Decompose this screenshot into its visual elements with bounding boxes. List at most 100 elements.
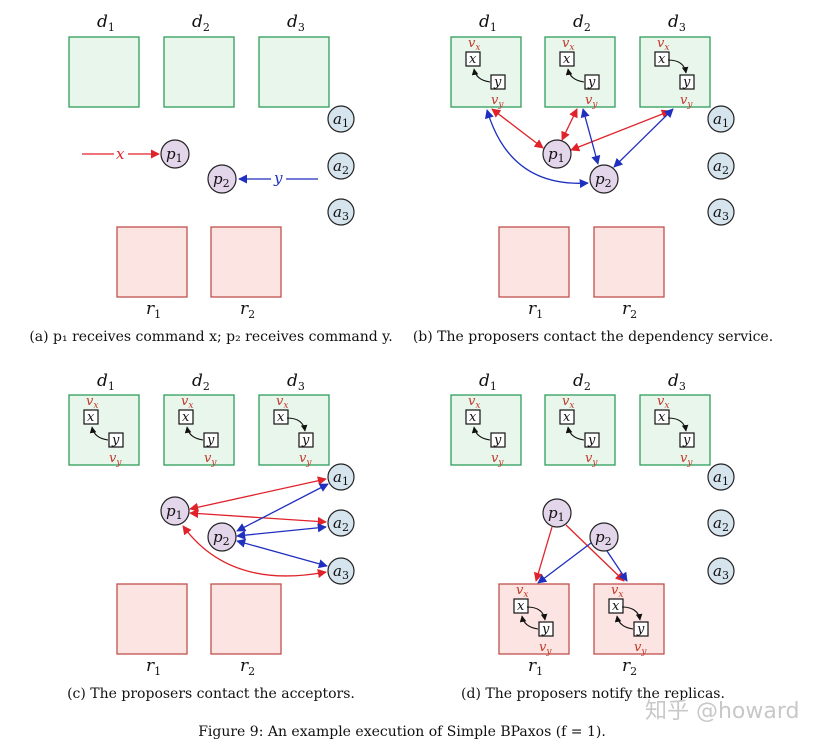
dep-node-d2: d2 vx x y vy [544, 371, 616, 468]
svg-text:d3: d3 [287, 371, 305, 393]
acceptor-a1: a1 [707, 463, 735, 491]
svg-text:y: y [493, 433, 502, 448]
svg-text:p2: p2 [595, 528, 612, 548]
svg-text:a2: a2 [713, 514, 729, 534]
svg-text:x: x [658, 410, 666, 425]
svg-text:y: y [682, 75, 691, 90]
svg-text:p1: p1 [548, 504, 565, 524]
dep-node-d2: d2 vx x y vy [544, 12, 616, 110]
panel-c: d1 vx x y vy d2 vx x y vy d3 vx x [67, 371, 355, 702]
svg-text:d1: d1 [97, 12, 115, 34]
dep-node-d3: d3 vx x y vy [639, 371, 711, 468]
replica-r1: r1 [116, 583, 188, 678]
proposer-p1: p1 [542, 139, 572, 169]
svg-text:x: x [116, 145, 125, 163]
svg-text:p1: p1 [166, 145, 183, 165]
svg-text:r2: r2 [240, 299, 255, 321]
svg-text:a1: a1 [713, 110, 729, 130]
svg-text:vy: vy [299, 451, 312, 468]
svg-text:x: x [563, 410, 571, 425]
svg-text:vy: vy [491, 93, 504, 110]
svg-text:r2: r2 [622, 656, 637, 678]
command-x-arrow: x [82, 145, 160, 163]
svg-text:y: y [493, 75, 502, 90]
svg-text:p1: p1 [166, 502, 183, 522]
caption-c: (c) The proposers contact the acceptors. [67, 686, 355, 702]
svg-text:a2: a2 [333, 157, 349, 177]
svg-text:vx: vx [86, 394, 98, 411]
svg-text:y: y [111, 433, 120, 448]
p1-dependency-arrows [491, 108, 671, 152]
acceptor-a2: a2 [707, 152, 735, 180]
svg-text:y: y [541, 622, 550, 637]
dep-node-d1: d1 vx x y vy [68, 371, 140, 468]
replica-r2: r2 [593, 226, 665, 321]
svg-text:a3: a3 [713, 562, 729, 582]
proposer-p1: p1 [160, 496, 190, 526]
svg-text:a3: a3 [713, 203, 729, 223]
svg-text:d1: d1 [479, 371, 497, 393]
figure-caption: Figure 9: An example execution of Simple… [198, 724, 606, 740]
svg-text:p2: p2 [213, 528, 230, 548]
acceptor-a1: a1 [327, 463, 355, 491]
proposer-p1: p1 [542, 498, 572, 528]
replica-r2: r2 [210, 583, 282, 678]
svg-text:x: x [658, 52, 666, 67]
acceptor-a2: a2 [327, 509, 355, 537]
svg-text:x: x [182, 410, 190, 425]
svg-text:r2: r2 [240, 656, 255, 678]
svg-text:y: y [636, 622, 645, 637]
acceptor-a2: a2 [327, 152, 355, 180]
svg-text:d2: d2 [573, 371, 591, 393]
svg-text:vx: vx [468, 36, 480, 53]
svg-text:r1: r1 [528, 656, 543, 678]
svg-text:vy: vy [491, 451, 504, 468]
svg-text:a3: a3 [333, 562, 349, 582]
proposer-p2: p2 [589, 164, 619, 194]
dep-node-d3: d3 vx x y vy [639, 12, 711, 110]
svg-text:vy: vy [585, 93, 598, 110]
svg-text:y: y [587, 433, 596, 448]
svg-text:y: y [273, 169, 283, 187]
caption-a: (a) p₁ receives command x; p₂ receives c… [29, 329, 392, 345]
acceptor-a3: a3 [707, 198, 735, 226]
svg-text:vx: vx [657, 394, 669, 411]
svg-text:d2: d2 [573, 12, 591, 34]
proposer-p2: p2 [207, 522, 237, 552]
svg-text:d3: d3 [668, 371, 686, 393]
acceptor-a1: a1 [327, 105, 355, 133]
svg-text:x: x [277, 410, 285, 425]
svg-text:r1: r1 [146, 299, 161, 321]
svg-text:x: x [87, 410, 95, 425]
replica-r1: r1 [116, 226, 188, 321]
svg-text:r1: r1 [146, 656, 161, 678]
panel-d: d1 vx x y vy d2 vx x y vy d3 vx x [450, 371, 735, 702]
svg-text:d2: d2 [192, 371, 210, 393]
svg-text:vy: vy [680, 451, 693, 468]
svg-text:vx: vx [276, 394, 288, 411]
svg-text:y: y [301, 433, 310, 448]
svg-text:x: x [612, 599, 620, 614]
replica-r2: r2 [210, 226, 282, 321]
svg-text:a1: a1 [333, 110, 349, 130]
svg-text:y: y [587, 75, 596, 90]
svg-text:x: x [469, 410, 477, 425]
panel-a: d1 d2 d3 a1 a2 a3 p1 p2 [29, 12, 392, 345]
dep-node-d3: d3 vx x y vy [258, 371, 330, 468]
proposer-p2: p2 [589, 522, 619, 552]
svg-text:y: y [206, 433, 215, 448]
svg-text:r1: r1 [528, 299, 543, 321]
caption-d: (d) The proposers notify the replicas. [461, 686, 725, 702]
svg-text:vy: vy [204, 451, 217, 468]
replica-r1: r1 [498, 226, 570, 321]
svg-text:x: x [517, 599, 525, 614]
svg-text:a2: a2 [713, 157, 729, 177]
svg-text:r2: r2 [622, 299, 637, 321]
svg-text:a3: a3 [333, 203, 349, 223]
svg-text:vy: vy [680, 93, 693, 110]
acceptor-a2: a2 [707, 509, 735, 537]
acceptor-a3: a3 [327, 557, 355, 585]
replica-r2: vx x y vy r2 [593, 583, 665, 678]
p2-replica-arrows [537, 542, 628, 584]
dep-node-d1: d1 [68, 12, 140, 108]
